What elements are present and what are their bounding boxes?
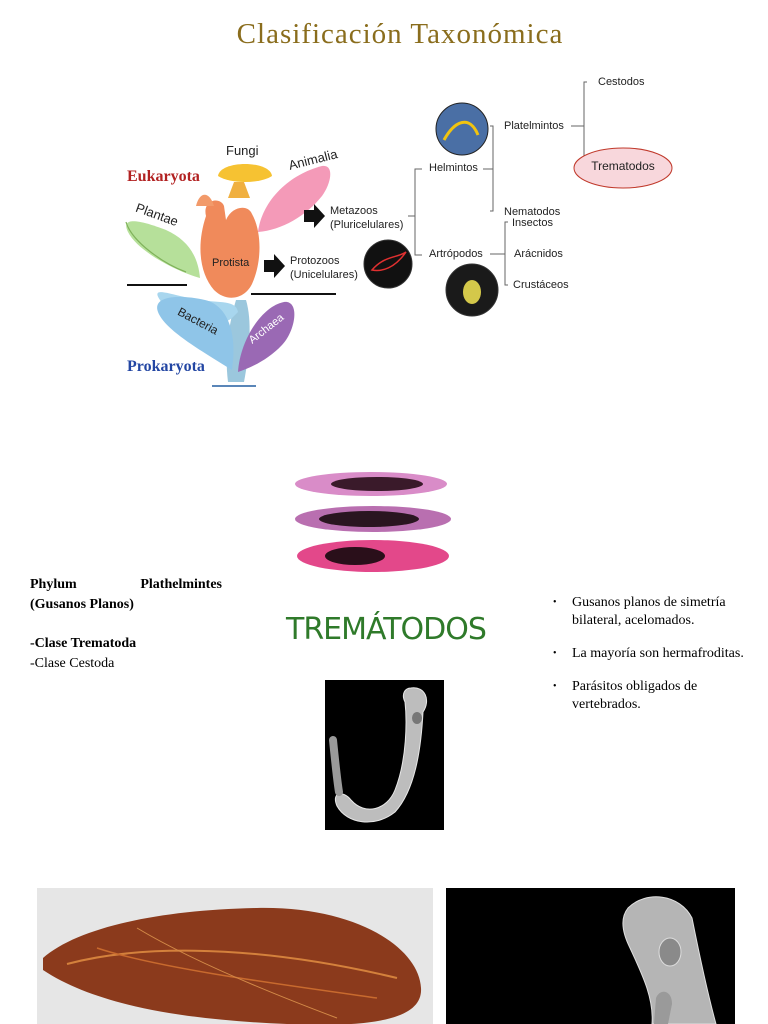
bullet-item: •Gusanos planos de simetría bilateral, a…	[553, 595, 726, 628]
cestodos-label: Cestodos	[598, 76, 645, 88]
prokaryota-label: Prokaryota	[127, 358, 205, 375]
protista-label: Protista	[212, 257, 250, 269]
aracnidos-label: Arácnidos	[514, 248, 563, 260]
helmintos-label: Helmintos	[429, 162, 478, 174]
phylum-word: Phylum	[30, 577, 77, 592]
animalia-leaf	[258, 165, 331, 232]
sem-fluke-image	[325, 680, 444, 830]
plantae-leaf	[126, 221, 200, 278]
fasciola-photo	[37, 888, 433, 1024]
trematodos-bullets: •Gusanos planos de simetría bilateral, a…	[553, 594, 753, 729]
bullet-item: •La mayoría son hermafroditas.	[553, 646, 744, 661]
trematodos-ellipse	[573, 147, 673, 189]
crustaceos-label: Crustáceos	[513, 279, 569, 291]
page-title: Clasificación Taxonómica	[236, 18, 564, 50]
archaea-leaf	[238, 301, 295, 372]
fungi-label: Fungi	[226, 143, 259, 158]
artropodos-label: Artrópodos	[429, 248, 483, 260]
nematodos-label: Nematodos	[504, 206, 561, 218]
eukaryota-label: Eukaryota	[127, 168, 200, 185]
protozoos-node: Protozoos (Unicelulares)	[290, 254, 358, 282]
phylum-sub: (Gusanos Planos)	[30, 597, 134, 612]
clase-trematoda: -Clase Trematoda	[30, 636, 137, 651]
fungi-cap	[218, 164, 272, 182]
bracket-lines	[408, 81, 587, 286]
phylum-info: Phylum Plathelmintes (Gusanos Planos) -C…	[30, 575, 222, 674]
trematodos-heading: TREMÁTODOS	[286, 612, 487, 647]
metazoos-node: Metazoos (Pluricelulares)	[330, 204, 403, 232]
metazoos-sub: (Pluricelulares)	[330, 219, 404, 231]
protozoos-sub: (Unicelulares)	[290, 269, 358, 281]
bacteria-leaf	[157, 296, 234, 370]
metazoos-label: Metazoos	[330, 205, 378, 217]
trematodos-label: Trematodos	[591, 159, 655, 173]
platelmintos-label: Platelmintos	[504, 120, 564, 132]
arrow-icon	[264, 254, 285, 278]
protista-leaf	[200, 200, 260, 298]
arrow-icon	[304, 204, 325, 228]
taxonomy-diagram	[125, 81, 673, 387]
clase-cestoda: -Clase Cestoda	[30, 656, 115, 671]
sem-closeup-photo	[446, 888, 735, 1024]
stained-flukes-image	[295, 472, 451, 572]
protozoo-photo	[363, 239, 413, 289]
protozoos-label: Protozoos	[290, 255, 340, 267]
phylum-name: Plathelmintes	[140, 577, 222, 592]
platelminto-photo	[435, 102, 489, 156]
insectos-label: Insectos	[512, 217, 553, 229]
bullet-item: •Parásitos obligados de vertebrados.	[553, 679, 698, 712]
